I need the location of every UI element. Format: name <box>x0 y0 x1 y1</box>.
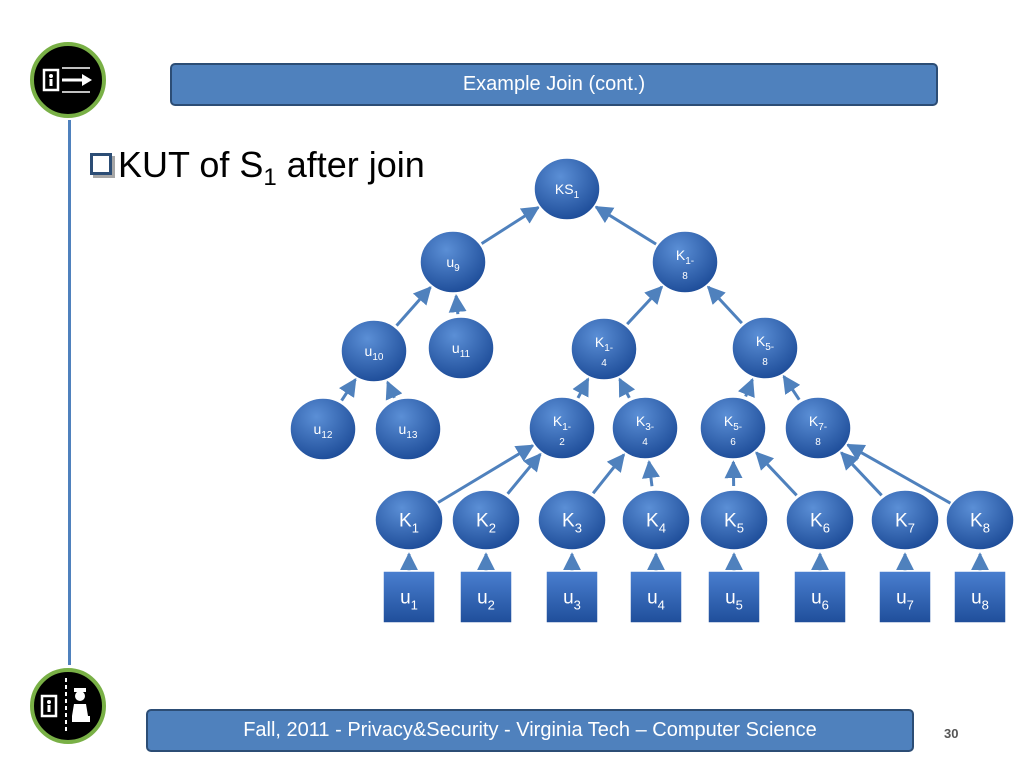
tree-node-usr4: u4 <box>629 570 683 624</box>
slide-title: Example Join (cont.) <box>170 63 938 106</box>
node-label: K3 <box>562 511 582 536</box>
node-label: u4 <box>647 588 665 613</box>
bullet-subscript: 1 <box>263 164 277 192</box>
tree-node-k56: K5-6 <box>699 396 767 460</box>
checkbox-bullet-icon <box>90 153 112 175</box>
tree-edge-k14-to-k18 <box>626 285 664 326</box>
tree-node-ks1: KS1 <box>533 157 601 221</box>
tree-node-k7: K7 <box>870 489 940 551</box>
node-label-line2: 8 <box>762 357 768 368</box>
node-label-line2: 4 <box>642 437 648 448</box>
node-label: K8 <box>970 511 990 536</box>
node-label: KS1 <box>555 181 580 201</box>
tree-node-u9: u9 <box>419 230 487 294</box>
tree-node-usr3: u3 <box>545 570 599 624</box>
node-label: u9 <box>446 254 460 274</box>
bullet-text: KUT of S <box>118 144 264 185</box>
tree-node-k6: K6 <box>785 489 855 551</box>
tree-node-k12: K1-2 <box>528 396 596 460</box>
tree-node-u13: u13 <box>374 397 442 461</box>
node-label: u2 <box>477 588 495 613</box>
tree-edge-k58-to-k18 <box>706 285 743 325</box>
tree-node-k5: K5 <box>699 489 769 551</box>
tree-node-k3: K3 <box>537 489 607 551</box>
node-label: K1 <box>399 511 419 536</box>
node-label: K3- <box>636 413 654 433</box>
tree-node-k14: K1-4 <box>570 317 638 381</box>
tree-edge-k34-to-k14 <box>618 377 636 399</box>
node-label: u3 <box>563 588 581 613</box>
tree-edge-k78-to-k58 <box>782 374 801 401</box>
tree-edge-u10-to-u9 <box>395 286 432 327</box>
tree-node-k4: K4 <box>621 489 691 551</box>
tree-node-k2: K2 <box>451 489 521 551</box>
node-label: u5 <box>725 588 743 613</box>
node-label: K7- <box>809 413 827 433</box>
tree-node-u11: u11 <box>427 316 495 380</box>
node-label: K4 <box>646 511 666 536</box>
node-label: K5 <box>724 511 744 536</box>
side-rule <box>68 120 71 665</box>
tree-edge-u11-to-u9 <box>448 294 467 315</box>
node-label: u7 <box>896 588 914 613</box>
node-label: u11 <box>452 340 471 360</box>
node-label: K5- <box>724 413 742 433</box>
tree-node-u12: u12 <box>289 397 357 461</box>
node-label: u6 <box>811 588 829 613</box>
bullet-item: KUT of S1 after join <box>90 144 425 192</box>
node-label: u12 <box>314 421 333 441</box>
node-label-line2: 4 <box>601 358 607 369</box>
bullet-tail: after join <box>276 144 425 185</box>
node-label: K1- <box>676 247 694 267</box>
footer-bar: Fall, 2011 - Privacy&Security - Virginia… <box>146 709 914 752</box>
tree-edge-k2-to-k12 <box>506 452 542 495</box>
tree-node-usr7: u7 <box>878 570 932 624</box>
tree-edge-u9-to-ks1 <box>480 206 540 245</box>
tree-edge-k56-to-k58 <box>737 377 755 398</box>
tree-node-usr1: u1 <box>382 570 436 624</box>
tree-node-usr5: u5 <box>707 570 761 624</box>
tree-edge-k1-to-k12 <box>437 444 535 504</box>
tree-node-usr2: u2 <box>459 570 513 624</box>
tree-node-k78: K7-8 <box>784 396 852 460</box>
tree-edge-k3-to-k34 <box>591 453 626 495</box>
tree-node-usr8: u8 <box>953 570 1007 624</box>
node-label: u10 <box>365 343 384 363</box>
tree-edge-k12-to-k14 <box>572 377 590 399</box>
tree-node-k18: K1-8 <box>651 230 719 294</box>
tree-node-usr6: u6 <box>793 570 847 624</box>
node-label-line2: 6 <box>730 437 736 448</box>
door-guard-logo-icon <box>30 668 106 744</box>
node-label: K5- <box>756 333 774 353</box>
node-label: u13 <box>399 421 418 441</box>
node-label: K1- <box>553 413 571 433</box>
tree-node-k1: K1 <box>374 489 444 551</box>
node-label: u1 <box>400 588 418 613</box>
page-number: 30 <box>944 726 959 741</box>
tree-node-k34: K3-4 <box>611 396 679 460</box>
node-label-line2: 2 <box>559 437 565 448</box>
tree-node-k58: K5-8 <box>731 316 799 380</box>
node-label-line2: 8 <box>682 271 688 282</box>
tree-edge-u12-to-u10 <box>338 377 357 402</box>
node-label: K2 <box>476 511 496 536</box>
node-label: K7 <box>895 511 915 536</box>
tree-edge-k4-to-k34 <box>642 459 660 487</box>
tree-edge-u13-to-u10 <box>385 380 403 401</box>
tree-node-k8: K8 <box>945 489 1015 551</box>
tree-node-u10: u10 <box>340 319 408 383</box>
node-label-line2: 8 <box>815 437 821 448</box>
node-label: K6 <box>810 511 830 536</box>
tree-edge-k6-to-k56 <box>755 451 798 497</box>
node-label: K1- <box>595 334 613 354</box>
tree-edge-k8-to-k78 <box>845 443 952 505</box>
tree-edge-k18-to-ks1 <box>594 205 657 246</box>
node-label: u8 <box>971 588 989 613</box>
door-arrow-logo-icon <box>30 42 106 118</box>
